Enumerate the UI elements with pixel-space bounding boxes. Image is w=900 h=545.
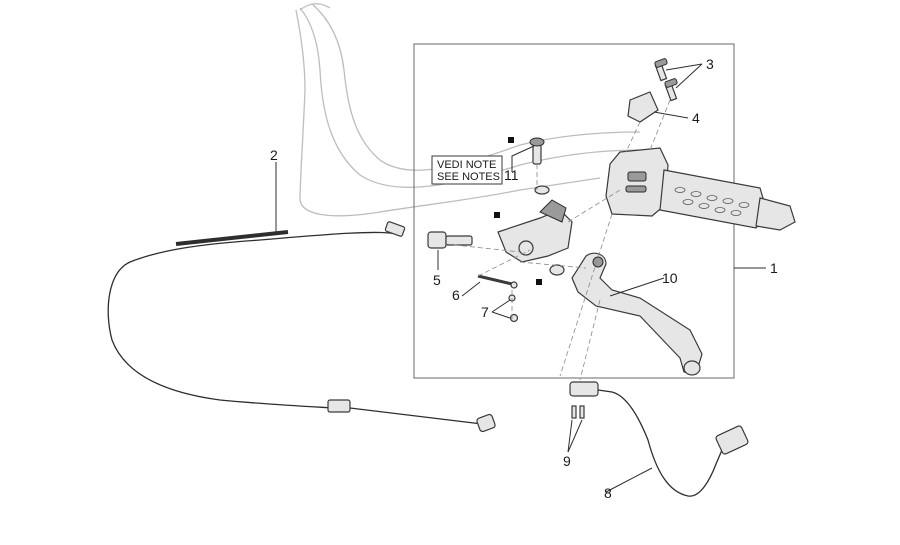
- clutch-cable: [107, 221, 496, 433]
- note-reference-markers: [494, 137, 542, 285]
- clamp-bolt-pair: [654, 58, 678, 102]
- note-line-italian: VEDI NOTE: [437, 159, 496, 171]
- callout-5: 5: [433, 272, 441, 288]
- cable-adjuster: [427, 231, 473, 249]
- callout-3: 3: [706, 56, 714, 72]
- callout-9: 9: [563, 453, 571, 469]
- callout-10: 10: [662, 270, 678, 286]
- nut-washer-set: [508, 294, 519, 323]
- note-line-english: SEE NOTES: [437, 171, 500, 183]
- callout-7: 7: [481, 304, 489, 320]
- lever-bushing: [549, 264, 565, 276]
- callout-6: 6: [452, 287, 460, 303]
- lever-bracket: [497, 199, 573, 263]
- callout-8: 8: [604, 485, 612, 501]
- callout-4: 4: [692, 110, 700, 126]
- callout-2: 2: [270, 147, 278, 163]
- callout-leaders: [275, 63, 766, 493]
- callout-1: 1: [770, 260, 778, 276]
- clutch-switch-harness: [569, 381, 749, 497]
- clutch-lever: [571, 252, 703, 376]
- assembly-guide-lines: [445, 99, 671, 381]
- switch-housing-with-grip: [605, 147, 796, 231]
- handlebar-outline: [295, 3, 641, 217]
- see-notes-box: VEDI NOTE SEE NOTES: [431, 155, 503, 185]
- mirror-screw: [529, 137, 550, 195]
- callout-numbers: 1 2 3 4 5 6 7 8 9 10 11: [270, 56, 778, 501]
- callout-11: 11: [504, 167, 519, 183]
- pivot-pin: [477, 274, 518, 289]
- clamp-cap: [627, 91, 659, 123]
